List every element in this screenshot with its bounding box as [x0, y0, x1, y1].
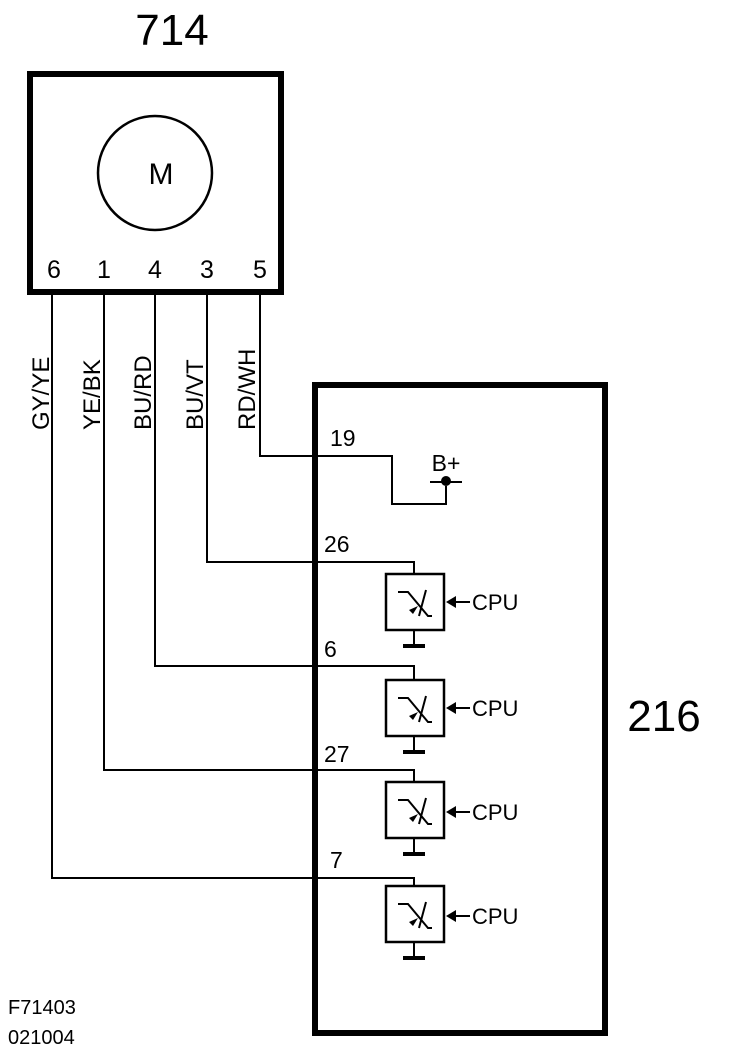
driver-diode-icon: [409, 918, 418, 926]
wire-label-gy-ye: GY/YE: [28, 357, 55, 430]
driver-switch-box: [384, 780, 446, 840]
wire-rd-wh: [259, 290, 447, 505]
motor-pin-3: 3: [200, 256, 214, 284]
driver-switch-box: [384, 572, 446, 632]
arrow-left-icon: [446, 702, 456, 714]
wire-ye-bk: [103, 290, 415, 782]
driver-switch-icon: [398, 695, 432, 723]
motor-symbol-circle: [96, 114, 214, 232]
driver-cpu-label: CPU: [472, 696, 518, 721]
motor-component-id: 714: [135, 6, 208, 55]
control-unit-component-id: 216: [627, 692, 700, 741]
driver-cpu-label: CPU: [472, 800, 518, 825]
driver-cpu-label: CPU: [472, 590, 518, 615]
driver-switch-icon: [398, 901, 432, 929]
figure-code-line1: F71403: [8, 997, 76, 1019]
driver-switch-icon: [398, 589, 432, 617]
driver-1: CPU: [384, 572, 518, 648]
terminal-27: 27: [324, 741, 350, 767]
driver-diode-icon: [409, 712, 418, 720]
terminal-6: 6: [324, 636, 337, 662]
wire-label-rd-wh: RD/WH: [234, 349, 261, 430]
motor-pin-5: 5: [253, 256, 267, 284]
terminal-7: 7: [330, 847, 343, 873]
motor-pin-6: 6: [47, 256, 61, 284]
figure-code-line2: 021004: [8, 1027, 75, 1049]
wire-label-ye-bk: YE/BK: [79, 359, 106, 430]
driver-3: CPU: [384, 780, 518, 856]
driver-cpu-label: CPU: [472, 904, 518, 929]
driver-2: CPU: [384, 678, 518, 754]
driver-diode-icon: [409, 814, 418, 822]
wire-label-bu-rd: BU/RD: [130, 355, 157, 430]
wire-label-bu-vt: BU/VT: [182, 359, 209, 430]
terminal-19: 19: [330, 425, 356, 451]
supply-label: B+: [432, 450, 461, 476]
driver-diode-icon: [409, 606, 418, 614]
driver-switch-box: [384, 678, 446, 738]
motor-symbol-label: M: [149, 158, 174, 191]
driver-4: CPU: [384, 884, 518, 960]
wire-gy-ye: [51, 290, 415, 886]
control-unit-housing: [312, 382, 608, 1036]
terminal-26: 26: [324, 531, 350, 557]
wire-bu-vt: [206, 290, 415, 574]
driver-switch-icon: [398, 797, 432, 825]
arrow-left-icon: [446, 806, 456, 818]
wire-bu-rd: [154, 290, 415, 680]
motor-pin-4: 4: [148, 256, 162, 284]
driver-switch-box: [384, 884, 446, 944]
arrow-left-icon: [446, 596, 456, 608]
supply-node: [441, 476, 451, 486]
arrow-left-icon: [446, 910, 456, 922]
motor-pin-1: 1: [97, 256, 111, 284]
